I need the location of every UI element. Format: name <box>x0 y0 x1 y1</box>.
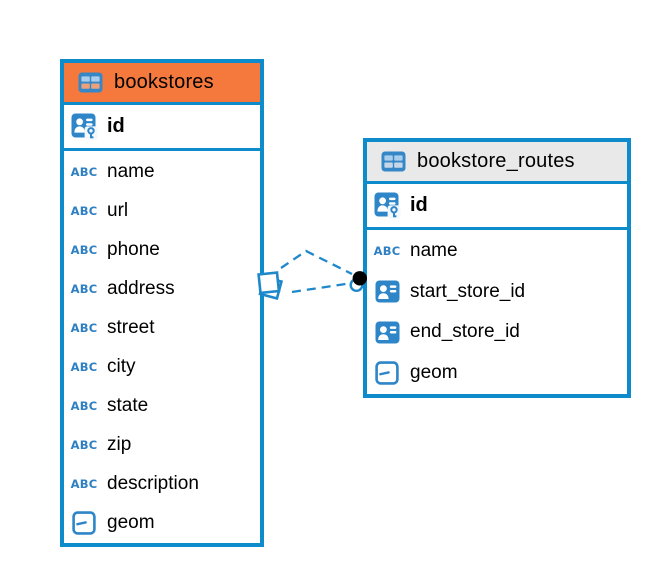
field-name: state <box>107 394 149 416</box>
table-bookstore-routes[interactable]: bookstore_routes id ABC name <box>363 138 631 398</box>
field-name: name <box>107 160 155 182</box>
pk-field-name: id <box>107 115 125 137</box>
table-row[interactable]: ABC street <box>64 308 260 347</box>
field-name: zip <box>107 433 132 455</box>
table-row[interactable]: ABC description <box>64 464 260 503</box>
table-bookstores[interactable]: bookstores id ABC name ABC url <box>60 59 264 547</box>
person-key-icon <box>372 192 402 219</box>
text-type-icon: ABC <box>70 398 98 413</box>
table-row[interactable]: ABC city <box>64 347 260 386</box>
table-header-bookstores[interactable]: bookstores <box>64 63 260 105</box>
table-row[interactable]: ABC address <box>64 269 260 308</box>
pk-field-name: id <box>410 194 428 216</box>
table-row[interactable]: ABC zip <box>64 425 260 464</box>
field-name: name <box>410 240 458 262</box>
field-list: ABC name start_store_id <box>367 230 627 394</box>
text-type-icon: ABC <box>373 244 401 259</box>
field-name: city <box>107 355 136 377</box>
table-row-pk[interactable]: id <box>367 184 627 230</box>
table-row[interactable]: end_store_id <box>367 312 627 353</box>
field-name: end_store_id <box>410 321 520 343</box>
table-row[interactable]: ABC name <box>367 231 627 272</box>
field-name: description <box>107 472 199 494</box>
table-icon <box>378 151 408 172</box>
table-row-pk[interactable]: id <box>64 105 260 151</box>
text-type-icon: ABC <box>70 437 98 452</box>
geometry-type-icon <box>372 361 402 385</box>
table-row[interactable]: ABC name <box>64 152 260 191</box>
field-name: phone <box>107 238 160 260</box>
relationship-lines[interactable] <box>280 249 353 294</box>
text-type-icon: ABC <box>70 476 98 491</box>
field-name: geom <box>410 361 458 383</box>
text-type-icon: ABC <box>70 203 98 218</box>
table-header-bookstore-routes[interactable]: bookstore_routes <box>367 142 627 184</box>
person-card-icon <box>372 321 402 344</box>
table-row[interactable]: start_store_id <box>367 272 627 313</box>
field-name: address <box>107 277 175 299</box>
text-type-icon: ABC <box>70 242 98 257</box>
table-icon <box>75 72 105 93</box>
field-name: street <box>107 316 155 338</box>
text-type-icon: ABC <box>70 281 98 296</box>
text-type-icon: ABC <box>70 359 98 374</box>
table-row[interactable]: geom <box>64 503 260 542</box>
person-key-icon <box>69 113 99 140</box>
text-type-icon: ABC <box>70 164 98 179</box>
table-row[interactable]: ABC url <box>64 191 260 230</box>
geometry-type-icon <box>69 510 99 535</box>
field-list: ABC name ABC url ABC phone ABC address A… <box>64 151 260 543</box>
table-title: bookstores <box>114 71 214 93</box>
text-type-icon: ABC <box>70 320 98 335</box>
field-name: start_store_id <box>410 280 526 302</box>
table-title: bookstore_routes <box>417 150 575 172</box>
table-row[interactable]: ABC state <box>64 386 260 425</box>
table-row[interactable]: geom <box>367 353 627 394</box>
field-name: url <box>107 199 129 221</box>
person-card-icon <box>372 280 402 303</box>
field-name: geom <box>107 511 155 533</box>
table-row[interactable]: ABC phone <box>64 230 260 269</box>
